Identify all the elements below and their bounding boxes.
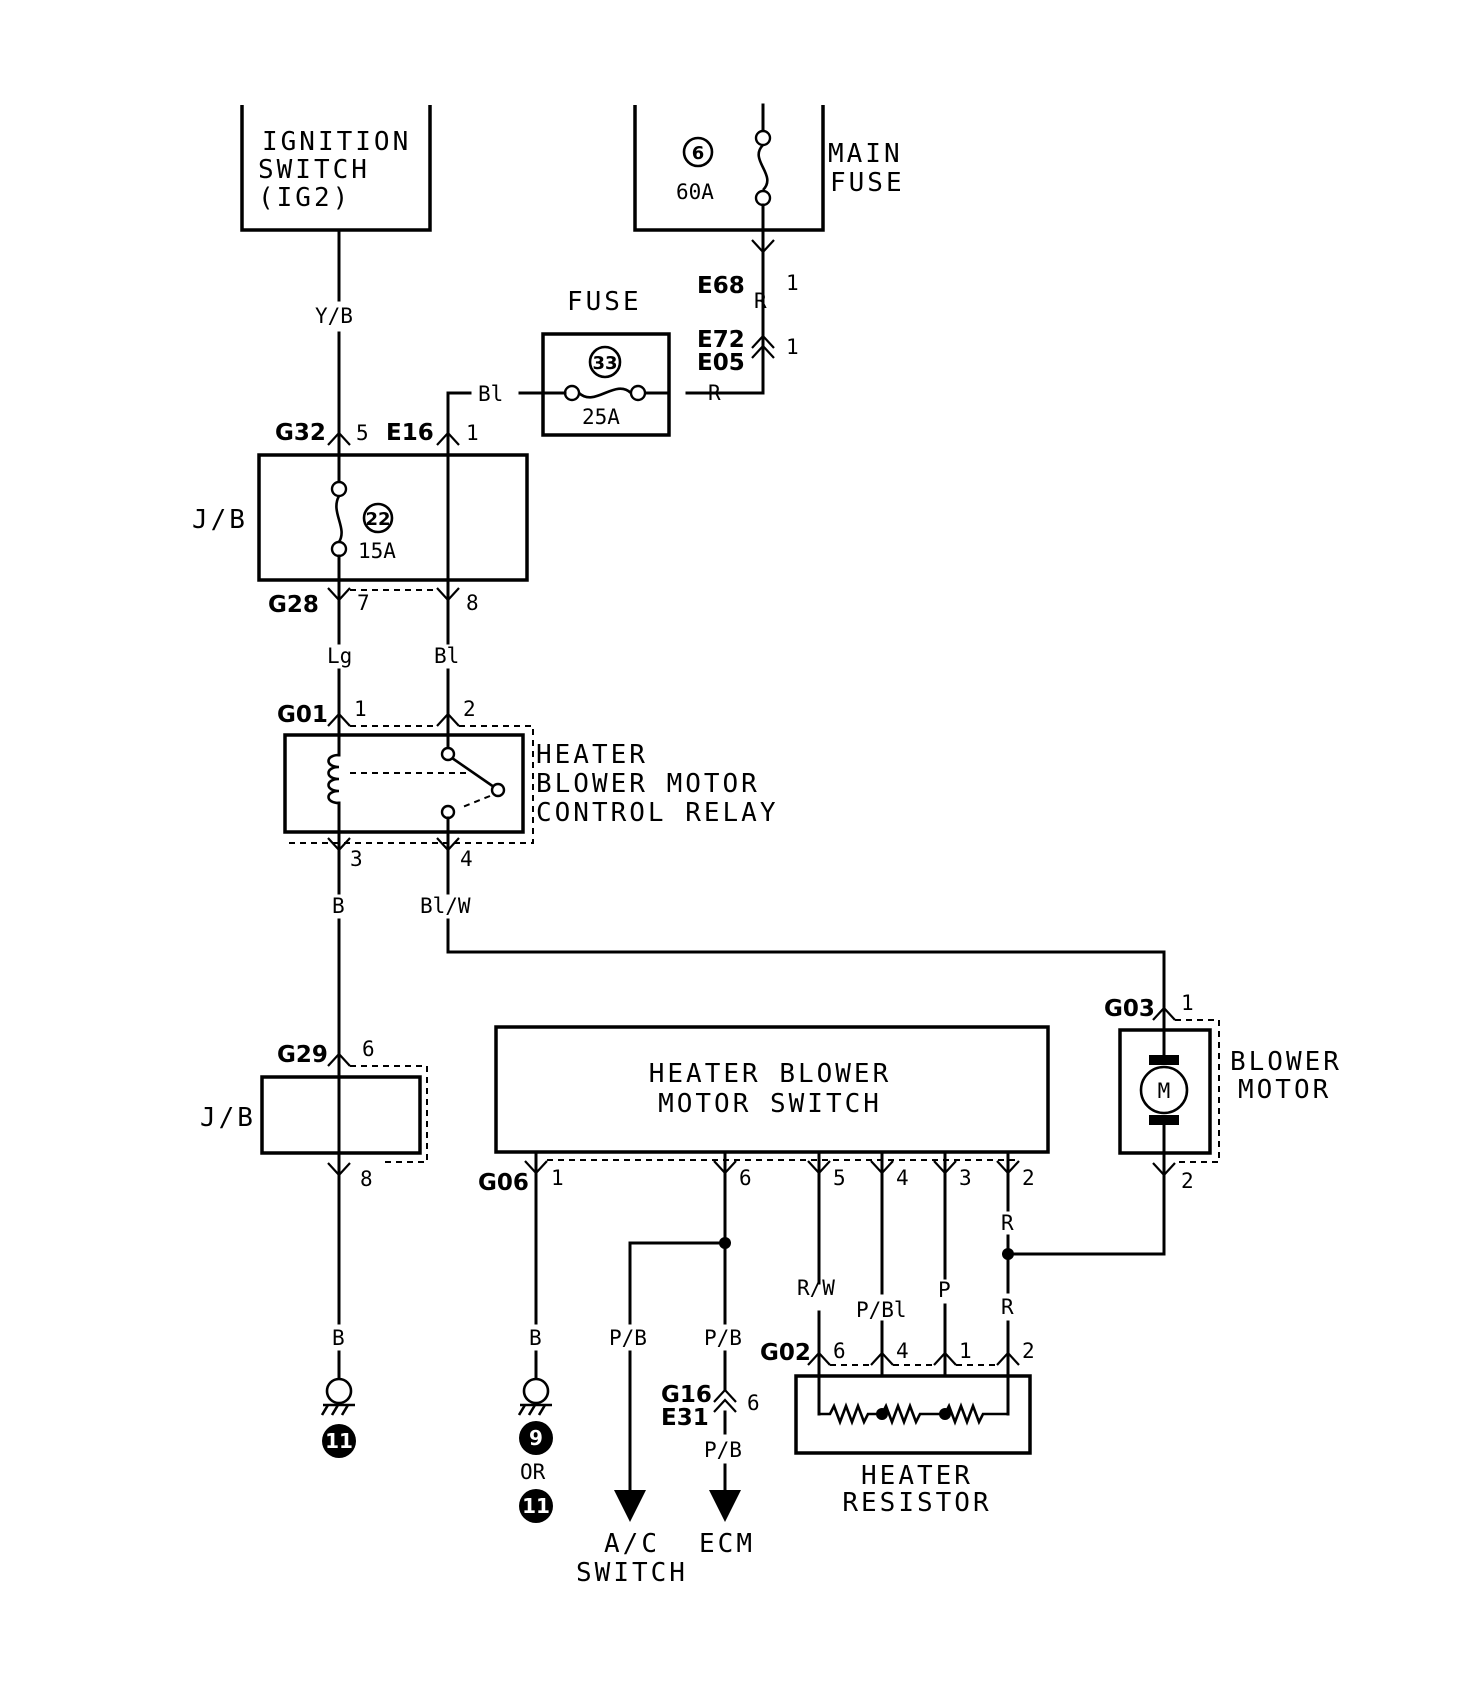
pin-g01-d: 4 [460,847,473,871]
blower-motor: M BLOWER MOTOR [1118,1028,1342,1155]
main-fuse-label-2: FUSE [830,168,905,198]
main-fuse: 6 60A MAIN FUSE [633,103,905,232]
wire-b-left: B [332,1326,345,1350]
wire-pbl: P/Bl [856,1298,907,1322]
pin-g16: 6 [747,1391,760,1415]
wire-lg: Lg [327,644,352,668]
wire-p: P [938,1278,951,1302]
wire-pb-3: P/B [704,1438,742,1462]
connector-g28: G28 [268,592,319,618]
jb-top-label: J/B [192,505,248,535]
jb-top-fuse-number: 22 [365,509,390,530]
wire-r-1: R [754,289,767,313]
connector-g03: G03 [1104,996,1155,1022]
connector-g01: G01 [277,702,328,728]
connector-g29: G29 [277,1042,328,1068]
connector-e72: E72 [697,327,745,353]
junction-block-top: J/B 22 15A [192,453,529,582]
jb-top-fuse-rating: 15A [358,539,396,563]
pin-g28-b: 8 [466,591,479,615]
wire-pb-2: P/B [704,1326,742,1350]
pin-g02-1: 1 [959,1339,972,1363]
pin-g06-3: 3 [959,1166,972,1190]
ignition-switch: IGNITION SWITCH (IG2) [240,105,432,232]
pin-g29-b: 8 [360,1167,373,1191]
wire-r-dn: R [1001,1295,1014,1319]
blower-motor-label-2: MOTOR [1238,1075,1331,1105]
wire-yb: Y/B [315,304,353,328]
connector-g06: G06 [478,1170,529,1196]
connector-g02: G02 [760,1340,811,1366]
relay-label-3: CONTROL RELAY [536,798,779,828]
pin-g06-1: 1 [551,1166,564,1190]
ignition-label-1: IGNITION [262,127,411,157]
pin-g06-2: 2 [1022,1166,1035,1190]
wire-rw: R/W [797,1276,835,1300]
main-fuse-number: 6 [692,143,705,164]
pin-g06-4: 4 [896,1166,909,1190]
pin-g01-b: 2 [463,697,476,721]
pin-g06-6: 6 [739,1166,752,1190]
switch-label-1: HEATER BLOWER [649,1059,892,1089]
pin-g01-a: 1 [354,697,367,721]
connector-e31: E31 [661,1405,709,1431]
pin-g28-a: 7 [357,591,370,615]
connector-e05: E05 [697,350,745,376]
wire-r-up: R [1001,1211,1014,1235]
connector-e16: E16 [386,420,434,446]
pin-e68: 1 [786,271,799,295]
wire-r-2: R [708,381,721,405]
pin-g32: 5 [356,421,369,445]
connector-g32: G32 [275,420,326,446]
wire-bl-top: Bl [478,382,503,406]
fuse-33: FUSE 33 25A [541,287,671,437]
fuse-rating: 25A [582,405,620,429]
pin-g02-4: 4 [896,1339,909,1363]
blower-motor-relay: HEATER BLOWER MOTOR CONTROL RELAY [283,733,779,834]
junction-block-bottom: J/B [200,1075,422,1155]
connector-e68: E68 [697,273,745,299]
ground-mid: 9 OR 11 [517,1377,553,1523]
wire-blw: Bl/W [420,894,471,918]
dest-ecm: ECM [699,1529,755,1559]
ignition-label-2: SWITCH [258,155,370,185]
wire-b-relay: B [332,894,345,918]
blower-motor-switch: HEATER BLOWER MOTOR SWITCH [494,1025,1050,1154]
pin-g01-c: 3 [350,847,363,871]
resistor-label-2: RESISTOR [842,1488,991,1518]
switch-label-2: MOTOR SWITCH [658,1089,882,1119]
pin-g03-b: 2 [1181,1169,1194,1193]
pin-g02-6: 6 [833,1339,846,1363]
ground-left: 11 [320,1377,356,1458]
fuse-number: 33 [592,353,617,374]
blower-motor-label-1: BLOWER [1230,1047,1342,1077]
wire-pb-1: P/B [609,1326,647,1350]
pin-e72: 1 [786,335,799,359]
pin-g02-2: 2 [1022,1339,1035,1363]
wire-bl-mid: Bl [434,644,459,668]
resistor-label-1: HEATER [861,1461,973,1491]
ground-mid-number: 9 [529,1426,543,1450]
ignition-label-3: (IG2) [258,183,351,213]
pin-g03-a: 1 [1181,991,1194,1015]
pin-g29-a: 6 [362,1037,375,1061]
dest-ac-2: SWITCH [576,1558,688,1588]
relay-label-1: HEATER [536,740,648,770]
pin-e16: 1 [466,421,479,445]
heater-resistor: HEATER RESISTOR [794,1374,1032,1518]
jb-bottom-label: J/B [200,1103,256,1133]
relay-label-2: BLOWER MOTOR [536,769,760,799]
main-fuse-rating: 60A [676,180,714,204]
pin-g06-5: 5 [833,1166,846,1190]
motor-symbol: M [1158,1079,1171,1103]
fuse-label: FUSE [567,287,642,317]
ground-or: OR [520,1460,546,1484]
ground-mid-alt-number: 11 [522,1494,550,1518]
wire-b-mid: B [529,1326,542,1350]
dest-ac-1: A/C [604,1529,660,1559]
ground-left-number: 11 [325,1429,353,1453]
connector-g16: G16 [661,1382,712,1408]
main-fuse-label-1: MAIN [828,139,903,169]
